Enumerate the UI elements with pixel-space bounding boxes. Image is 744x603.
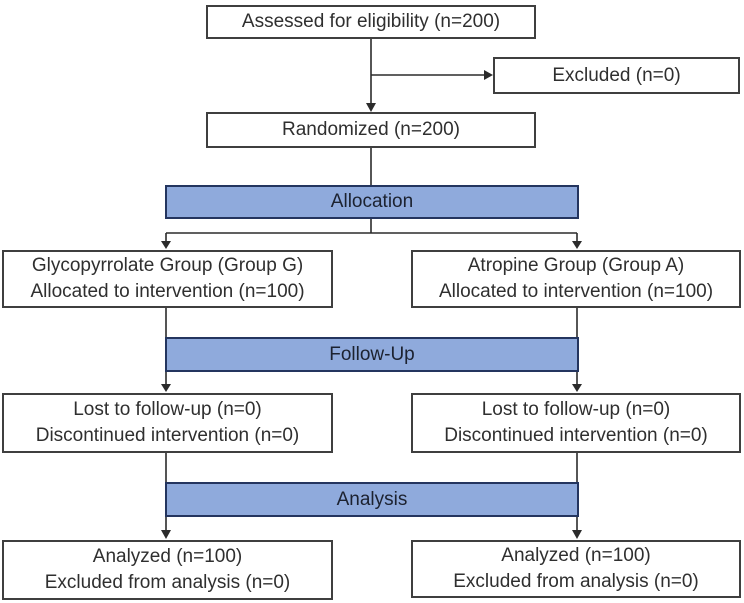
box-atropine-line1: Atropine Group (Group A) <box>467 255 685 276</box>
band-followup-label: Follow-Up <box>329 343 415 365</box>
box-lost-left-line2: Discontinued intervention (n=0) <box>35 425 300 446</box>
box-atropine-group: Atropine Group (Group A) Allocated to in… <box>411 250 741 308</box>
box-atropine-line2: Allocated to intervention (n=100) <box>438 281 714 302</box>
box-lost-left-line1: Lost to follow-up (n=0) <box>73 399 262 420</box>
band-allocation-label: Allocation <box>330 191 414 212</box>
box-glycopyrrolate-line2: Allocated to intervention (n=100) <box>30 281 305 302</box>
arrowhead-down-randomized <box>366 103 376 112</box>
arrowhead-down-lost-right <box>572 384 582 392</box>
box-excluded-text: Excluded (n=0) <box>552 64 681 86</box>
arrowhead-down-lost-left <box>161 384 171 392</box>
box-analyzed-right-line2: Excluded from analysis (n=0) <box>453 571 699 592</box>
box-randomized: Randomized (n=200) <box>206 112 536 148</box>
box-analyzed-right: Analyzed (n=100) Excluded from analysis … <box>411 540 741 598</box>
arrowhead-down-group-left <box>161 241 171 249</box>
box-analyzed-left-line1: Analyzed (n=100) <box>92 546 243 567</box>
box-excluded: Excluded (n=0) <box>493 57 740 94</box>
box-lost-followup-right: Lost to follow-up (n=0) Discontinued int… <box>411 393 741 453</box>
box-glycopyrrolate-line1: Glycopyrrolate Group (Group G) <box>31 255 304 276</box>
box-lost-right-line1: Lost to follow-up (n=0) <box>481 399 671 420</box>
box-analyzed-left: Analyzed (n=100) Excluded from analysis … <box>2 540 333 600</box>
band-analysis: Analysis <box>165 482 579 517</box>
box-randomized-text: Randomized (n=200) <box>282 119 460 140</box>
box-lost-followup-left: Lost to follow-up (n=0) Discontinued int… <box>2 393 333 453</box>
box-glycopyrrolate-group: Glycopyrrolate Group (Group G) Allocated… <box>2 250 333 308</box>
box-assessed-eligibility: Assessed for eligibility (n=200) <box>206 5 536 39</box>
box-lost-right-line2: Discontinued intervention (n=0) <box>444 425 708 446</box>
arrowhead-right-excluded <box>484 70 493 80</box>
box-analyzed-left-line2: Excluded from analysis (n=0) <box>44 572 291 593</box>
band-allocation: Allocation <box>165 185 579 219</box>
box-analyzed-right-line1: Analyzed (n=100) <box>501 545 651 566</box>
arrowhead-down-analyzed-left <box>161 530 171 539</box>
band-analysis-label: Analysis <box>336 488 408 510</box>
box-assessed-text: Assessed for eligibility (n=200) <box>241 11 501 32</box>
arrowhead-down-analyzed-right <box>572 530 582 539</box>
band-followup: Follow-Up <box>165 337 579 372</box>
arrowhead-down-group-right <box>572 241 582 249</box>
